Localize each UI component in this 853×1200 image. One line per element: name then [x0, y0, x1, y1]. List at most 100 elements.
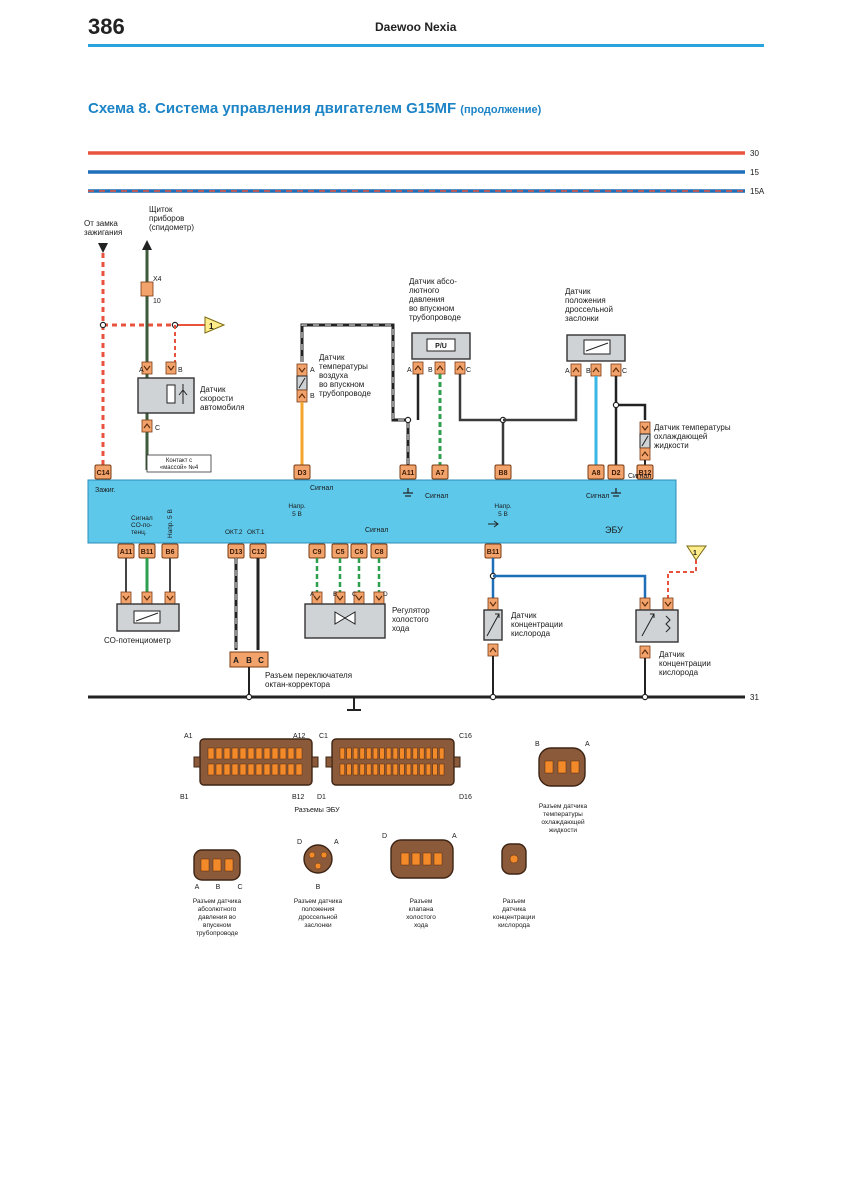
- ecu-pin-top: [636, 464, 654, 480]
- ecu-connector-ab-pin: [247, 747, 255, 760]
- ect-label: охлаждающей: [654, 432, 707, 441]
- ecu-connector-cd-latch: [325, 756, 333, 768]
- ecu-arrow-icon: [488, 520, 499, 528]
- iac-a-label: A: [310, 591, 315, 598]
- ecu-connector-cd-pin: [386, 747, 392, 760]
- ect-label: жидкости: [654, 441, 689, 450]
- conn-label-c16: C16: [459, 733, 472, 740]
- ecu-pin-top-label: D3: [298, 470, 307, 477]
- ecu-connector-cd-pin: [439, 747, 445, 760]
- ecu-connector-cd-pin: [346, 747, 352, 760]
- iac-connector: [390, 839, 454, 879]
- label-co-signal: CO-по-: [131, 522, 152, 529]
- tps-b-label: B: [586, 368, 591, 375]
- conn-map-label: абсолютного: [198, 905, 237, 913]
- conn-label-b12: B12: [292, 794, 305, 801]
- ecu-pin-top-label: A7: [436, 470, 445, 477]
- iac-c-label: C: [352, 591, 357, 598]
- ecu-connector-ab-pin: [231, 763, 239, 776]
- o2-2-label: Датчик: [659, 650, 685, 659]
- ect-conn-b: B: [535, 741, 540, 748]
- scheme-subtitle: (продолжение): [460, 104, 542, 116]
- ecu-pin-top-label: A11: [402, 470, 415, 477]
- ecu-connector-cd-pin: [406, 763, 412, 776]
- map-chip-label: P/U: [435, 343, 447, 350]
- o2-2-pin-2-mark: [664, 601, 672, 607]
- vss-pin-a-mark: [143, 365, 151, 371]
- o2-2-pin-1-mark: [641, 601, 649, 607]
- iat-pin-b: [296, 389, 308, 403]
- ign-junction: [99, 321, 107, 329]
- ecu-connector-cd: [331, 738, 455, 786]
- ecu-connector-ab-latch: [311, 756, 319, 768]
- ecu-zazh-label: Зажиг.: [95, 487, 115, 494]
- ecu-pin-top: [293, 464, 311, 480]
- conn-o2-label: датчика: [502, 906, 526, 913]
- dash-label: приборов: [149, 214, 184, 223]
- ecu-connector-ab-pin: [215, 763, 223, 776]
- ecu-connector-cd-pin: [386, 763, 392, 776]
- ecu-connector-ab-pin: [255, 747, 263, 760]
- tps-5v-wire: [503, 376, 578, 422]
- label-okt2: ОКТ.2: [225, 529, 243, 536]
- tps-conn-b: B: [316, 884, 321, 891]
- ecu-pin-bottom-label: C6: [355, 549, 364, 556]
- tps-a-label: A: [565, 368, 570, 375]
- conn-label-a12: A12: [293, 733, 306, 740]
- ecu-connector-cd-pin: [366, 763, 372, 776]
- map-b-label: B: [428, 367, 433, 374]
- x4-pin: [140, 281, 154, 297]
- co-pin-3-mark: [166, 595, 174, 601]
- ign-arrow: [98, 243, 108, 253]
- vss-pin-c: [141, 419, 153, 433]
- iat-label: Датчик: [319, 353, 345, 362]
- tps-label: положения: [565, 296, 606, 305]
- ecu-pin-top-label: D2: [612, 470, 621, 477]
- octane-b: B: [246, 656, 252, 665]
- conn-iac-label: клапана: [409, 906, 434, 913]
- ecu-connector-cd-pin: [392, 763, 398, 776]
- label-co-signal: тенц.: [131, 529, 147, 536]
- ecu-connector-cd-pin: [399, 763, 405, 776]
- o2-2-heater: [665, 615, 671, 633]
- conn-ecu-label: Разъемы ЭБУ: [294, 807, 340, 814]
- ecu-connector-ab-pin: [287, 747, 295, 760]
- scheme-title: Схема 8. Система управления двигателем G…: [88, 100, 541, 117]
- ecu-connector-ab-pin: [223, 763, 231, 776]
- map-junction: [404, 416, 412, 424]
- ecu-pin-bottom-label: C9: [313, 549, 322, 556]
- vss-pin-c-mark: [143, 423, 151, 429]
- ecu-connector-ab-latch: [193, 756, 201, 768]
- conn-tps-label: дроссельной: [299, 913, 338, 921]
- iat-label: температуры: [319, 362, 368, 371]
- ecu-connector-ab-pin: [263, 747, 271, 760]
- ecu-connector-cd-latch: [453, 756, 461, 768]
- offpage-ref-1-label: 1: [209, 322, 214, 331]
- map-5v-wire: [458, 374, 505, 472]
- o2-1-label: Датчик: [511, 611, 537, 620]
- x4-pin-label: 10: [153, 298, 161, 305]
- ecu-connector-cd-pin: [379, 763, 385, 776]
- tps-junction: [612, 401, 620, 409]
- ecu-pin-top: [587, 464, 605, 480]
- label-co-signal: Сигнал: [131, 515, 153, 522]
- conn-label-d16: D16: [459, 794, 472, 801]
- vss-pin-b-mark: [167, 365, 175, 371]
- o2-1-pin-bottom-mark: [489, 647, 497, 653]
- ecu-connector-ab-pin: [247, 763, 255, 776]
- label-napr-d3: 5 В: [292, 511, 302, 518]
- iac-connector-pin: [411, 852, 421, 866]
- map-pin-a-mark: [414, 365, 422, 371]
- ecu-pin-top: [399, 464, 417, 480]
- co-pot-wiper: [135, 612, 159, 622]
- octane-ground-dot: [245, 693, 253, 701]
- ign-lock-label: От замка: [84, 219, 118, 228]
- co-pin-2: [141, 591, 153, 605]
- conn-ect-label: температуры: [543, 811, 583, 818]
- ecu-connector-cd-pin: [439, 763, 445, 776]
- label-signal-b12: Сигнал: [628, 473, 651, 480]
- o2-2-pin-3-mark: [641, 649, 649, 655]
- conn-iac-label: холостого: [406, 914, 436, 921]
- ecu-connector-cd-pin: [353, 763, 359, 776]
- co-pin-1: [120, 591, 132, 605]
